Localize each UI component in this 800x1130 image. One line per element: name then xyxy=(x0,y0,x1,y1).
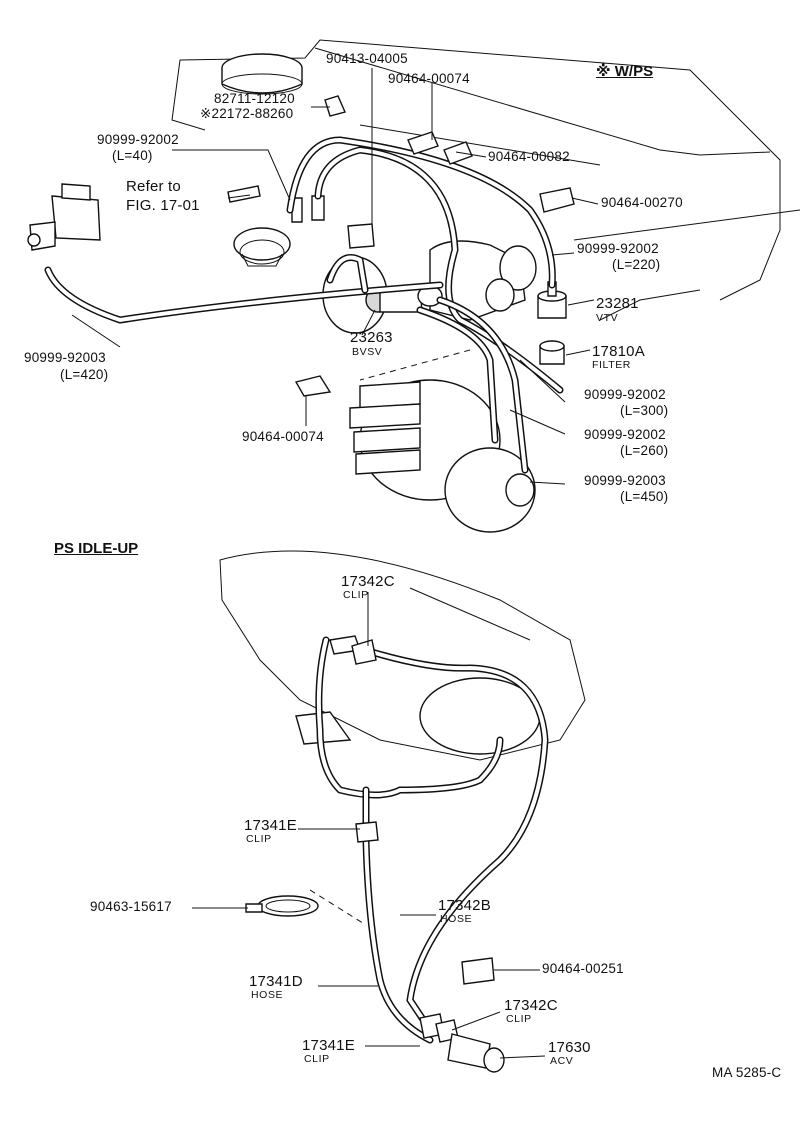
part-length-l40: (L=40) xyxy=(112,148,153,163)
part-desc-filter: FILTER xyxy=(592,359,631,371)
refer-to-figure: FIG. 17-01 xyxy=(126,197,200,214)
part-label-90464-00082: 90464-00082 xyxy=(488,149,570,164)
part-length-l450: (L=450) xyxy=(620,489,669,504)
part-label-17630: 17630 xyxy=(548,1039,591,1056)
part-label-22172-88260: ※22172-88260 xyxy=(200,106,294,121)
part-label-17810a: 17810A xyxy=(592,343,645,360)
lower-hoses xyxy=(315,636,549,1044)
lower-engine-outline xyxy=(219,550,586,761)
vtv-valve xyxy=(537,281,567,319)
part-label-90464-00074-top: 90464-00074 xyxy=(388,71,470,86)
part-desc-clip-17342c-upper: CLIP xyxy=(343,589,369,601)
lower-clips-and-acv xyxy=(245,639,505,1073)
part-label-23281: 23281 xyxy=(596,295,639,312)
upper-vacuum-hoses xyxy=(44,136,564,474)
part-label-17341d: 17341D xyxy=(249,973,303,990)
engine-body-outline xyxy=(171,39,781,321)
part-desc-hose-17341d: HOSE xyxy=(251,989,284,1001)
part-label-90999-92002-l40: 90999-92002 xyxy=(97,132,179,147)
part-desc-acv: ACV xyxy=(550,1055,574,1067)
part-length-l420: (L=420) xyxy=(60,367,109,382)
figure-code: MA 5285-C xyxy=(712,1065,782,1080)
vacuum-damper xyxy=(27,183,101,251)
upper-clips xyxy=(294,95,575,397)
part-label-90999-92003-l420: 90999-92003 xyxy=(24,350,106,365)
part-label-90464-00251: 90464-00251 xyxy=(542,961,624,976)
part-desc-bvsv: BVSV xyxy=(352,346,383,358)
part-label-17342c-lower: 17342C xyxy=(504,997,558,1014)
part-label-90999-92003-l450: 90999-92003 xyxy=(584,473,666,488)
section-title-wps: ※ W/PS xyxy=(596,63,654,80)
part-label-82711-12120: 82711-12120 xyxy=(214,91,295,106)
part-label-90999-92002-l220: 90999-92002 xyxy=(577,241,659,256)
part-label-90999-92002-l300: 90999-92002 xyxy=(584,387,666,402)
part-desc-clip-17341e-lower: CLIP xyxy=(304,1053,330,1065)
fuel-filter xyxy=(539,340,565,365)
part-label-90999-92002-l260: 90999-92002 xyxy=(584,427,666,442)
part-label-90413-04005: 90413-04005 xyxy=(326,51,408,66)
part-length-l220: (L=220) xyxy=(612,257,661,272)
part-desc-vtv: VTV xyxy=(596,312,619,324)
vacuum-advance-unit xyxy=(227,185,325,267)
part-label-17341e-lower: 17341E xyxy=(302,1037,355,1054)
distributor-cap xyxy=(349,379,536,533)
part-length-l300: (L=300) xyxy=(620,403,669,418)
part-length-l260: (L=260) xyxy=(620,443,669,458)
part-desc-hose-17342b: HOSE xyxy=(440,913,473,925)
part-label-17342c-upper: 17342C xyxy=(341,573,395,590)
leader-lines xyxy=(71,68,800,1059)
part-desc-clip-17342c-lower: CLIP xyxy=(506,1013,532,1025)
part-desc-clip-17341e-upper: CLIP xyxy=(246,833,272,845)
part-label-17341e-upper: 17341E xyxy=(244,817,297,834)
part-label-17342b: 17342B xyxy=(438,897,491,914)
refer-to-label: Refer to xyxy=(126,178,181,195)
part-label-23263: 23263 xyxy=(350,329,393,346)
section-title-ps-idle-up: PS IDLE-UP xyxy=(54,540,139,557)
part-label-90464-00074-lower: 90464-00074 xyxy=(242,429,324,444)
part-label-90463-15617: 90463-15617 xyxy=(90,899,172,914)
part-label-90464-00270: 90464-00270 xyxy=(601,195,683,210)
oil-filler-cap xyxy=(221,53,303,95)
